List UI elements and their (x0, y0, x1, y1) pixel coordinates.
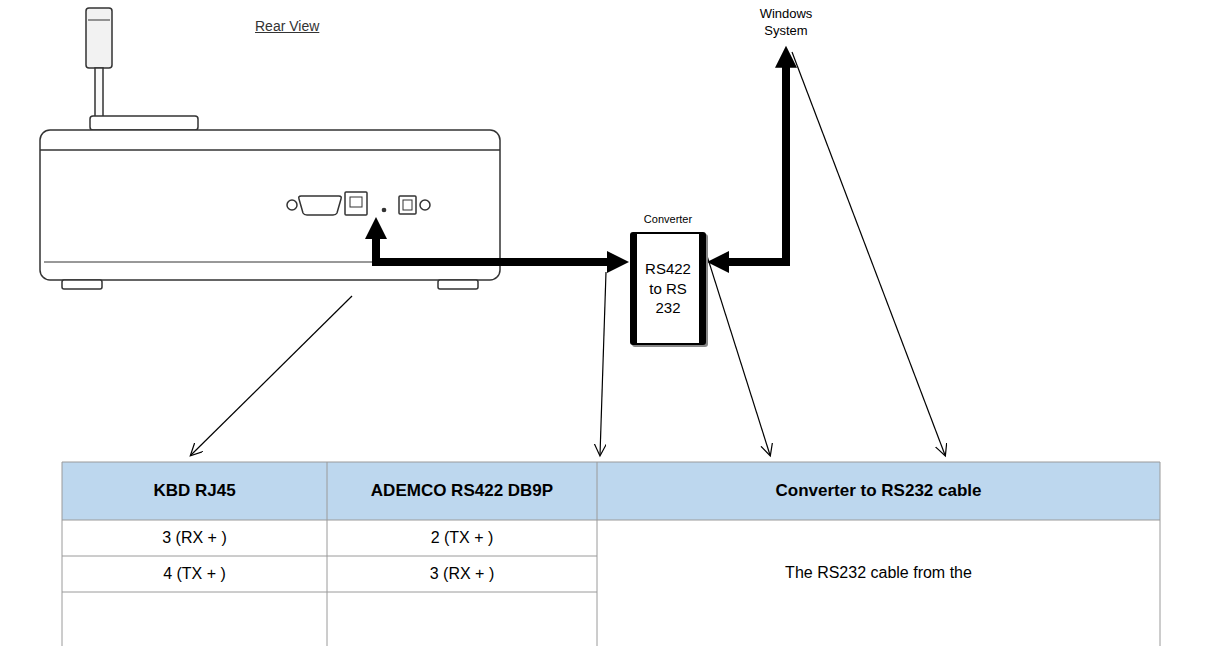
keyboard-unit: Rear View (40, 10, 500, 295)
view-title: Rear View (255, 18, 319, 34)
table-header: KBD RJ45 (153, 481, 235, 501)
table-header-box: ADEMCO RS422 DB9P (327, 462, 597, 520)
table-header-box: KBD RJ45 (62, 462, 327, 520)
thick-arrow (719, 58, 786, 262)
table-cell-box: 2 (TX + ) (327, 520, 597, 556)
table-header-box: Converter to RS232 cable (597, 462, 1160, 520)
pin-table-grid (62, 462, 1160, 646)
table-cell-box: 3 (RX + ) (62, 520, 327, 556)
thick-arrow (376, 229, 617, 262)
table-cell-box: 3 (RX + ) (327, 556, 597, 592)
converter-box: ConverterRS422 to RS 232 (630, 232, 706, 345)
table-header: Converter to RS232 cable (776, 481, 982, 501)
table-cell: 4 (TX + ) (163, 565, 226, 583)
table-cell: 2 (TX + ) (431, 529, 494, 547)
keyboard-illustration (40, 8, 500, 289)
system-label: Windows System (745, 6, 827, 40)
device-heading: Converter (617, 213, 719, 225)
table-cell-box: The RS232 cable from the (597, 520, 1160, 640)
windows-system: Windows System (745, 6, 827, 40)
table-header: ADEMCO RS422 DB9P (371, 481, 553, 501)
table-cell: 3 (RX + ) (430, 565, 494, 583)
table-cell: The RS232 cable from the (785, 564, 972, 582)
leader-lines (191, 52, 945, 455)
converter-label: RS422 to RS 232 (637, 259, 699, 318)
table-cell: 3 (RX + ) (162, 529, 226, 547)
table-cell-box: 4 (TX + ) (62, 556, 327, 592)
